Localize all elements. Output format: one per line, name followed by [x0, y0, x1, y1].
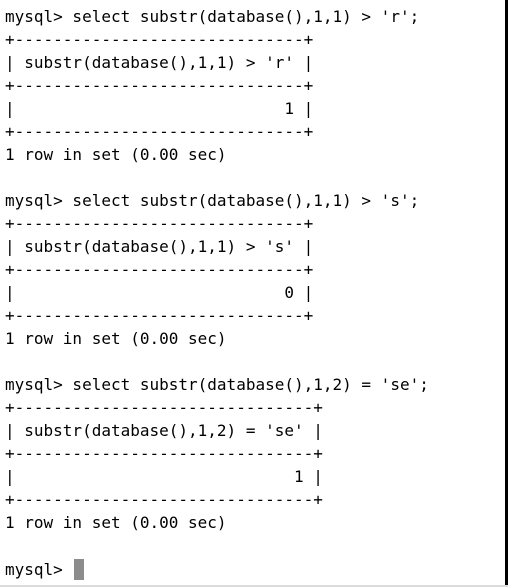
command-line-3: mysql> select substr(database(),1,2) = '… — [5, 375, 429, 394]
window-bottom-edge — [0, 585, 508, 587]
result-summary-1: 1 row in set (0.00 sec) — [5, 145, 227, 164]
table-header-3: | substr(database(),1,2) = 'se' | — [5, 421, 323, 440]
table-border-top-3: +-------------------------------+ — [5, 398, 323, 417]
window-right-edge — [505, 0, 508, 587]
table-border-mid-3: +-------------------------------+ — [5, 444, 323, 463]
result-summary-3: 1 row in set (0.00 sec) — [5, 513, 227, 532]
table-value-2: | 0 | — [5, 283, 314, 302]
active-prompt-line[interactable]: mysql> — [5, 559, 85, 580]
command-line-2: mysql> select substr(database(),1,1) > '… — [5, 191, 420, 210]
table-border-bottom-1: +------------------------------+ — [5, 122, 314, 141]
table-header-2: | substr(database(),1,1) > 's' | — [5, 237, 314, 256]
table-border-bottom-3: +-------------------------------+ — [5, 490, 323, 509]
result-summary-2: 1 row in set (0.00 sec) — [5, 329, 227, 348]
prompt-label: mysql> — [5, 560, 73, 579]
table-value-3: | 1 | — [5, 467, 323, 486]
table-border-top-1: +------------------------------+ — [5, 30, 314, 49]
table-border-top-2: +------------------------------+ — [5, 214, 314, 233]
table-border-mid-2: +------------------------------+ — [5, 260, 314, 279]
table-border-bottom-2: +------------------------------+ — [5, 306, 314, 325]
command-line-1: mysql> select substr(database(),1,1) > '… — [5, 7, 420, 26]
table-value-1: | 1 | — [5, 99, 314, 118]
table-header-1: | substr(database(),1,1) > 'r' | — [5, 53, 314, 72]
text-cursor — [74, 559, 85, 580]
table-border-mid-1: +------------------------------+ — [5, 76, 314, 95]
